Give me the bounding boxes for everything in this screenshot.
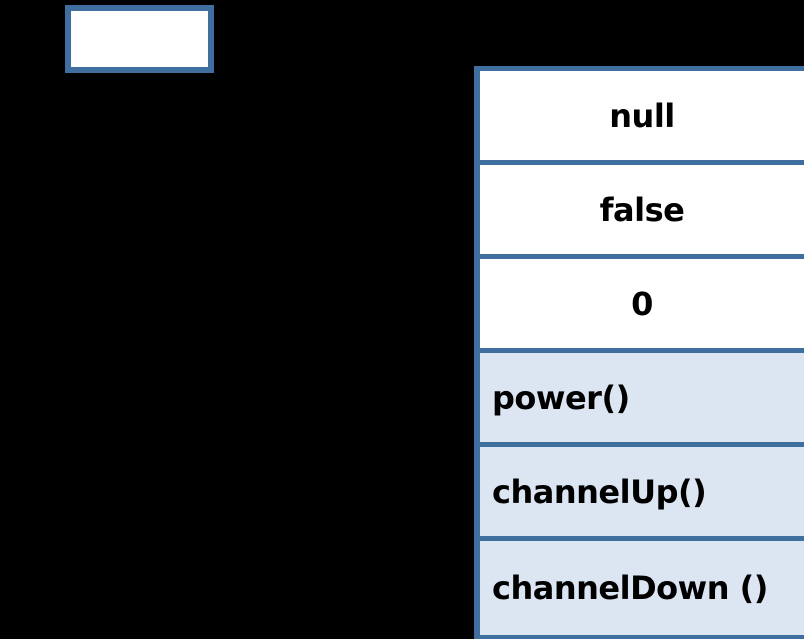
- attribute-row[interactable]: false: [480, 165, 804, 259]
- attribute-row[interactable]: null: [480, 71, 804, 165]
- empty-class-box[interactable]: [65, 5, 214, 73]
- method-row[interactable]: channelDown (): [480, 541, 804, 635]
- method-row[interactable]: channelUp(): [480, 447, 804, 541]
- attribute-row[interactable]: 0: [480, 259, 804, 353]
- class-member-panel: null false 0 power() channelUp() channel…: [474, 66, 804, 639]
- method-row[interactable]: power(): [480, 353, 804, 447]
